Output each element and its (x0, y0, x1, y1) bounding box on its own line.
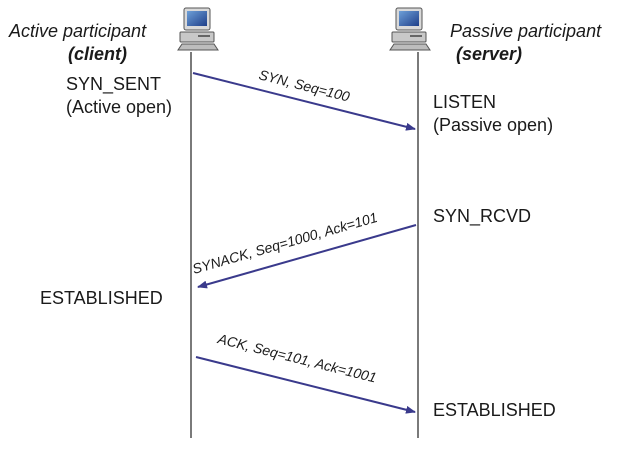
syn-arrow (192, 72, 416, 131)
syn-label: SYN, Seq=100 (257, 66, 351, 104)
client-role-name: (client) (68, 44, 128, 64)
server-state-listen: LISTEN (433, 92, 497, 112)
client-state-active-open: (Active open) (66, 97, 173, 117)
synack-arrow (197, 224, 417, 289)
ack-label: ACK, Seq=101, Ack=1001 (215, 330, 378, 385)
client-state-established: ESTABLISHED (40, 288, 163, 308)
client-role-label: Active participant (9, 21, 147, 41)
computer-icon (177, 7, 219, 51)
ack-arrow (195, 356, 416, 414)
server-role-name: (server) (456, 44, 523, 64)
computer-icon (389, 7, 431, 51)
client-state-syn-sent: SYN_SENT (66, 74, 162, 94)
server-role-label: Passive participant (450, 21, 602, 41)
server-state-passive-open: (Passive open) (433, 115, 554, 135)
server-state-syn-rcvd: SYN_RCVD (433, 206, 532, 226)
server-state-established: ESTABLISHED (433, 400, 556, 420)
